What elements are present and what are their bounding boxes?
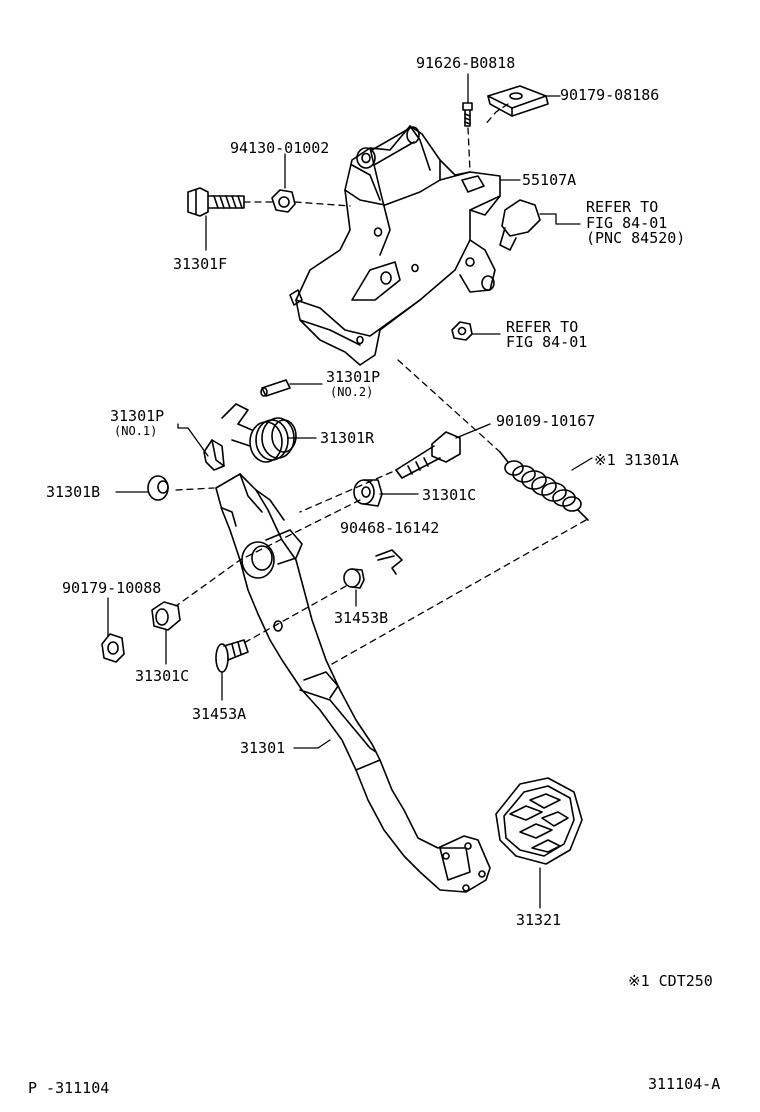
footnote-cdt250: ※1 CDT250 — [628, 972, 713, 990]
label-31301: 31301 — [240, 739, 286, 757]
page-reference: P -311104 — [28, 1079, 110, 1097]
torsion-spring-drawing — [221, 403, 297, 463]
label-no1: (NO.1) — [114, 424, 158, 438]
label-90179-08186: 90179-08186 — [560, 86, 660, 104]
label-fig-84-01-2: FIG 84-01 — [506, 333, 588, 351]
bolt-31301f-drawing — [187, 187, 245, 217]
pedal-bracket-drawing — [289, 125, 541, 366]
pin-no2-drawing — [260, 379, 291, 397]
label-no2: (NO.2) — [330, 385, 374, 399]
pivot-bolt-drawing — [395, 431, 461, 479]
label-94130-01002: 94130-01002 — [230, 139, 330, 157]
label-31301f: 31301F — [173, 255, 228, 273]
label-31321: 31321 — [516, 911, 562, 929]
clip-90468-drawing — [375, 549, 403, 575]
nut-94130-drawing — [271, 189, 296, 213]
label-31453a: 31453A — [192, 705, 247, 723]
nut-90179-drawing — [101, 633, 125, 663]
label-fig-84-01-1: FIG 84-01 — [586, 214, 668, 232]
label-55107a: 55107A — [522, 171, 577, 189]
nut-refer-drawing — [451, 321, 473, 341]
stopper-bolt-drawing — [215, 639, 249, 673]
pedal-arm-drawing — [215, 473, 491, 893]
bushing-lower-drawing — [151, 601, 181, 631]
assist-spring-drawing — [499, 451, 589, 521]
cushion-31301b-drawing — [147, 475, 169, 501]
label-31301r: 31301R — [320, 429, 375, 447]
leader-lines — [107, 73, 593, 909]
figure-reference: 311104-A — [648, 1075, 721, 1093]
label-90468-16142: 90468-16142 — [340, 519, 440, 537]
assembly-lines — [175, 103, 587, 665]
label-31301a: ※1 31301A — [594, 451, 679, 469]
label-31453b: 31453B — [334, 609, 389, 627]
pin-no1-drawing — [203, 439, 225, 471]
small-bolt-drawing — [462, 102, 473, 127]
label-90109-10167: 90109-10167 — [496, 412, 596, 430]
label-31301c-lower: 31301C — [135, 667, 190, 685]
label-refer-to-2: REFER TO — [506, 318, 579, 336]
label-31301b: 31301B — [46, 483, 101, 501]
pedal-pad-drawing — [495, 777, 583, 865]
label-31301c-upper: 31301C — [422, 486, 477, 504]
label-31301p-no1: 31301P — [110, 407, 165, 425]
label-refer-to-1: REFER TO — [586, 198, 659, 216]
bushing-upper-drawing — [353, 479, 383, 507]
label-91626-b0818: 91626-B0818 — [416, 54, 516, 72]
label-31301p-no2: 31301P — [326, 368, 381, 386]
label-90179-10088: 90179-10088 — [62, 579, 162, 597]
label-pnc-84520: (PNC 84520) — [586, 229, 686, 247]
bushing-31453b-drawing — [343, 568, 365, 589]
